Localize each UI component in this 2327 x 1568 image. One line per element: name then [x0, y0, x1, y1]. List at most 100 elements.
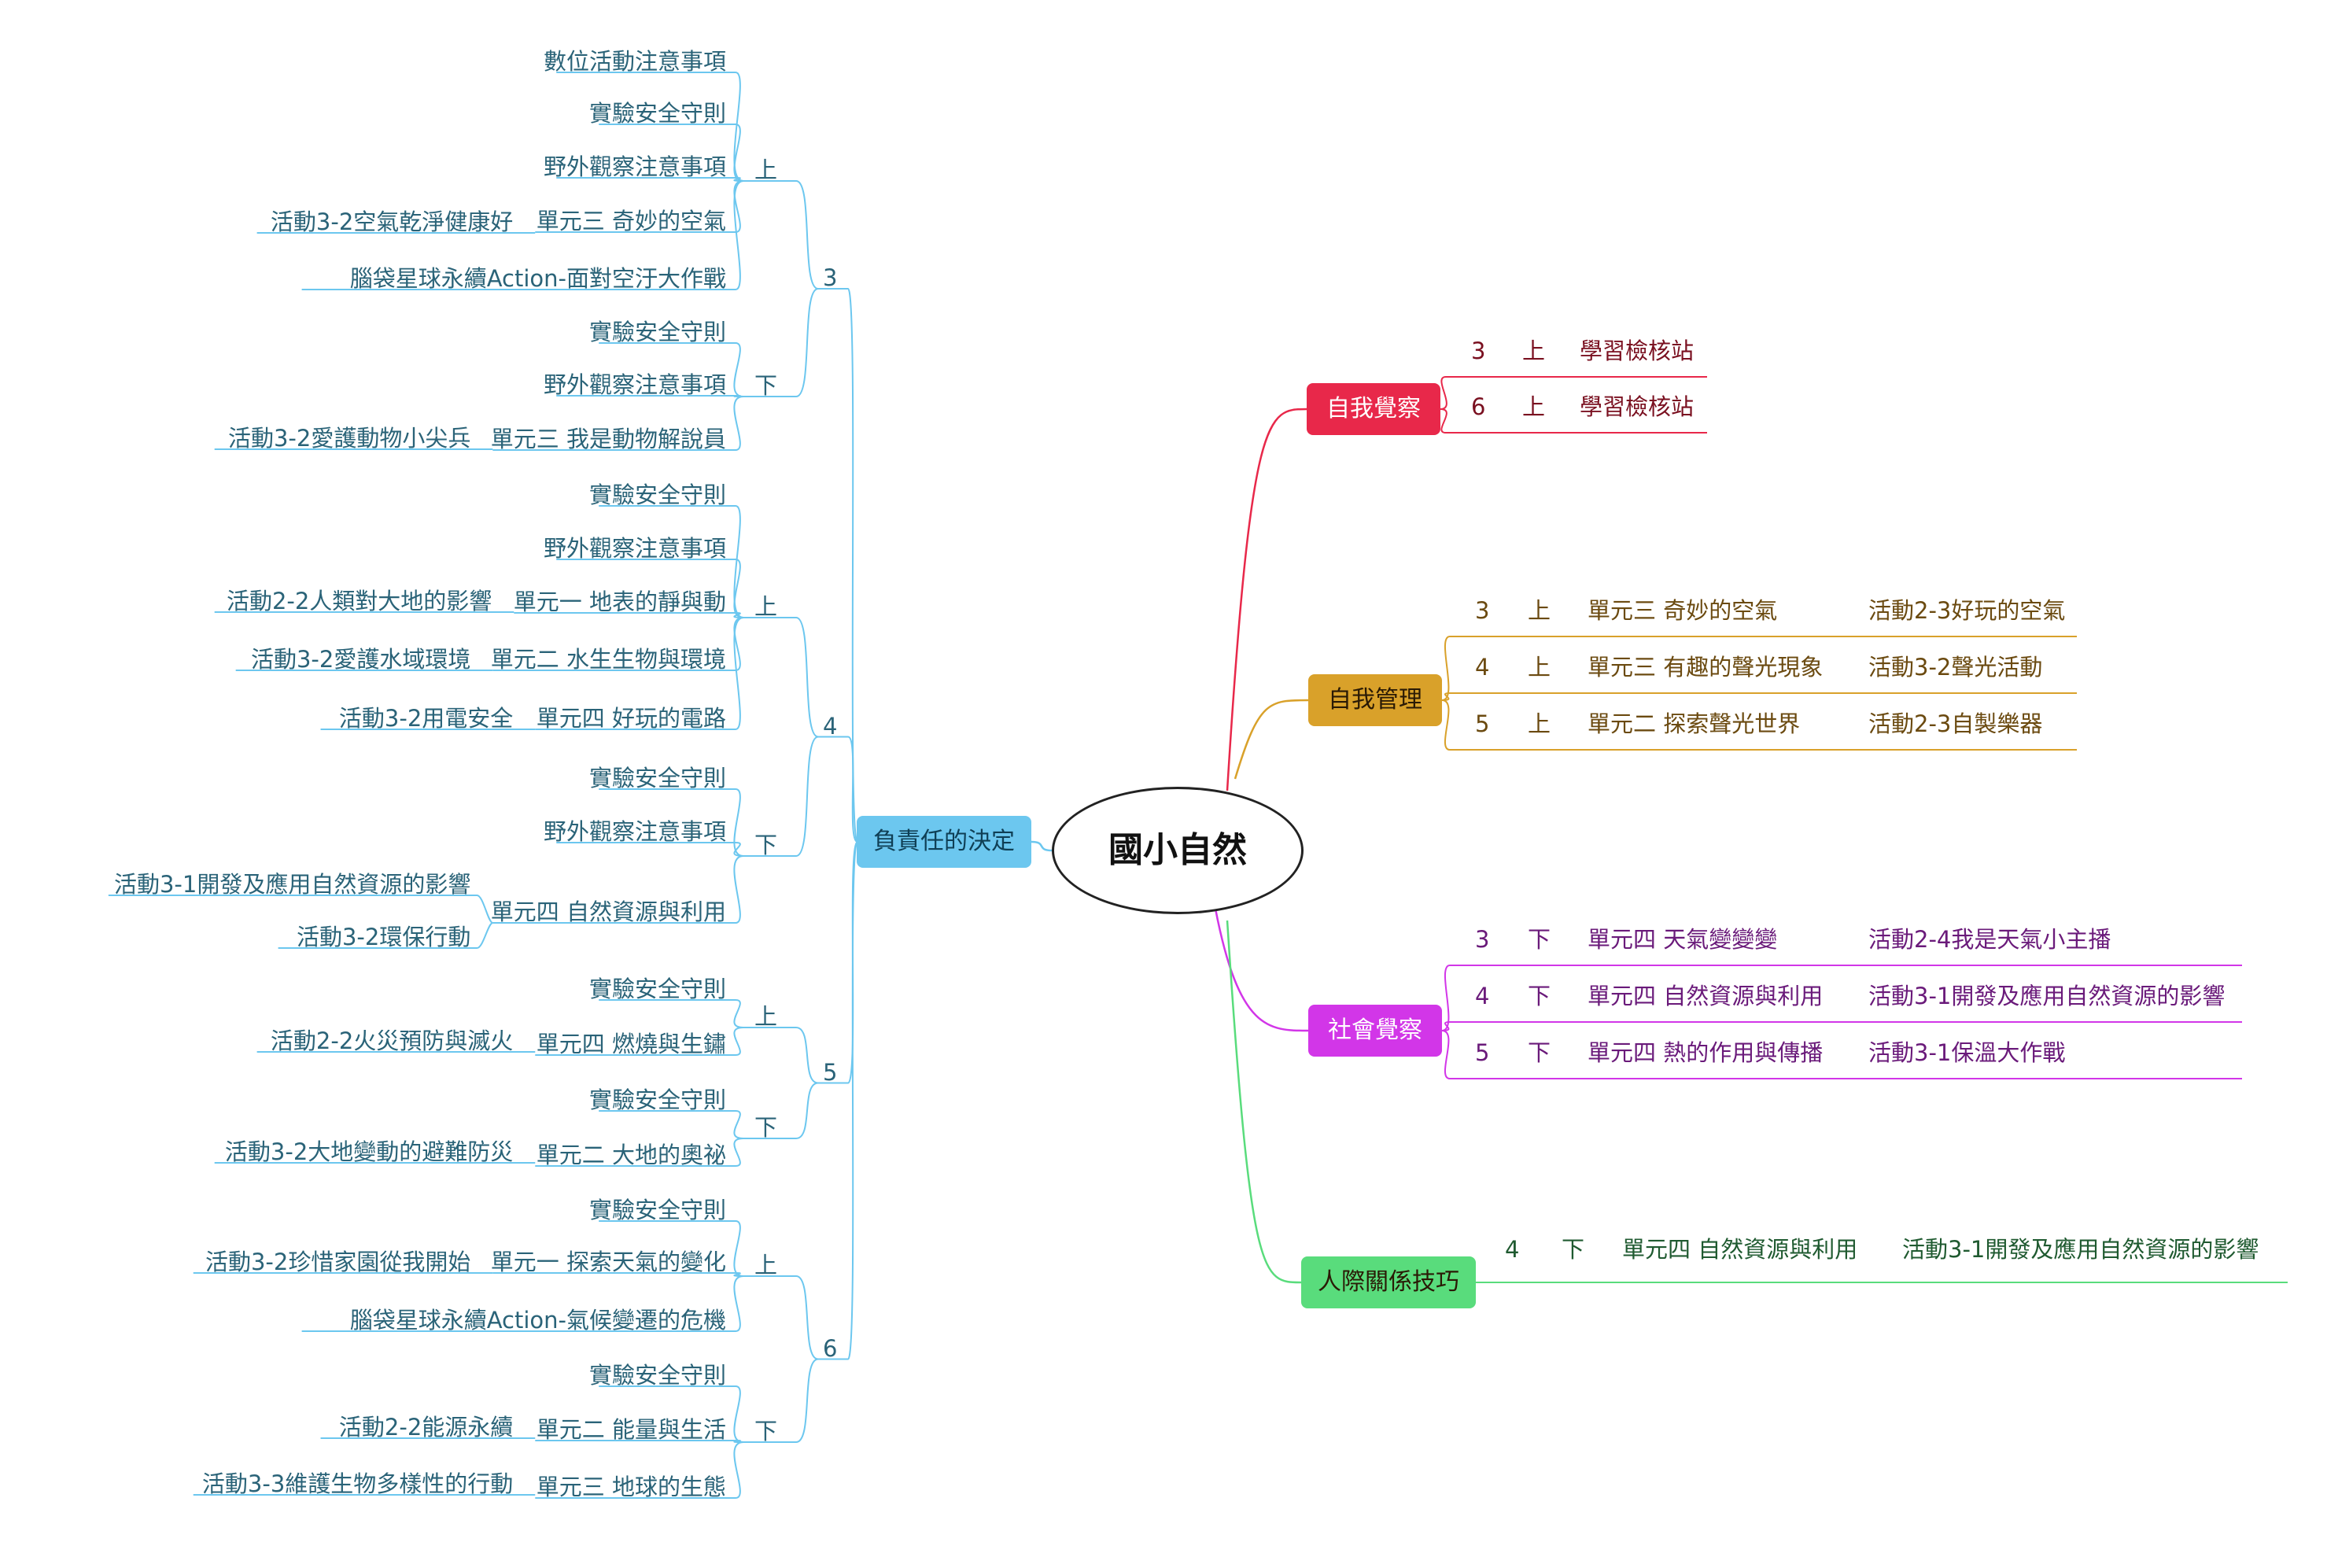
right-term-label: 上: [1522, 393, 1546, 420]
right-term-label: 下: [1528, 1039, 1551, 1066]
right-grade-label: 3: [1475, 597, 1490, 624]
right-grade-label: 6: [1471, 393, 1486, 420]
term-label: 上: [754, 157, 778, 183]
root-to-self-management-topic: [1234, 699, 1309, 780]
responsible-decision-topic[interactable]: 負責任的決定: [857, 816, 1031, 868]
left-subitem-label: 活動2-2能源永續: [338, 1414, 514, 1441]
term-label: 上: [754, 1003, 778, 1030]
item-connector: [535, 1027, 744, 1056]
grade-label: 4: [823, 712, 838, 740]
right-unit-label: 學習檢核站: [1580, 393, 1695, 420]
grade-label: 6: [823, 1334, 838, 1362]
left-subitem-label: 活動2-2人類對大地的影響: [226, 588, 492, 614]
left-item-label: 數位活動注意事項: [543, 48, 726, 75]
right-grade-label: 4: [1475, 654, 1490, 681]
left-subitem-label: 活動3-2空氣乾淨健康好: [270, 208, 514, 235]
term-label: 下: [754, 1418, 778, 1444]
self-awareness-topic[interactable]: 自我覺察: [1307, 383, 1440, 435]
left-subitem-label: 活動3-2愛護動物小尖兵: [227, 425, 471, 452]
left-item-label: 單元三 奇妙的空氣: [536, 208, 726, 234]
right-grade-label: 4: [1475, 983, 1490, 1009]
social-awareness-topic[interactable]: 社會覺察: [1308, 1005, 1442, 1057]
right-term-label: 下: [1528, 983, 1551, 1009]
right-grade-label: 4: [1505, 1236, 1520, 1263]
left-item-label: 單元四 自然資源與利用: [490, 898, 726, 925]
item-connector: [492, 617, 744, 671]
right-term-label: 下: [1562, 1236, 1585, 1263]
right-activity-label: 活動3-1開發及應用自然資源的影響: [1902, 1236, 2259, 1263]
left-item-label: 單元二 能量與生活: [536, 1416, 726, 1443]
left-item-label: 實驗安全守則: [588, 1197, 726, 1223]
right-grade-label: 5: [1475, 710, 1490, 737]
right-activity-label: 活動2-3好玩的空氣: [1868, 597, 2066, 624]
left-item-label: 單元四 好玩的電路: [536, 705, 726, 732]
subitem-connector: [108, 895, 493, 924]
right-grade-label: 3: [1471, 338, 1486, 364]
item-connector: [492, 396, 744, 451]
root-topic[interactable]: 國小自然: [1052, 787, 1304, 914]
left-item-label: 實驗安全守則: [588, 976, 726, 1002]
root-to-responsible: [1031, 840, 1053, 852]
right-unit-label: 單元二 探索聲光世界: [1588, 710, 1801, 737]
right-unit-label: 單元三 有趣的聲光現象: [1588, 654, 1824, 681]
term-label: 下: [754, 832, 778, 858]
right-term-label: 下: [1528, 926, 1551, 953]
item-connector: [556, 72, 744, 182]
left-item-label: 實驗安全守則: [588, 765, 726, 791]
right-unit-label: 單元三 奇妙的空氣: [1588, 597, 1778, 624]
left-item-label: 野外觀察注意事項: [543, 153, 726, 180]
term-to-grade: [795, 180, 819, 290]
left-item-label: 單元三 我是動物解說員: [490, 426, 726, 452]
item-connector: [599, 1385, 744, 1443]
row-connector: [1440, 408, 1707, 434]
right-term-label: 上: [1528, 597, 1551, 624]
left-item-label: 實驗安全守則: [588, 100, 726, 127]
term-label: 下: [754, 372, 778, 399]
right-unit-label: 單元四 熱的作用與傳播: [1588, 1039, 1824, 1066]
right-grade-label: 3: [1475, 926, 1490, 953]
row-connector: [1441, 699, 2077, 751]
right-term-label: 上: [1528, 654, 1551, 681]
left-item-label: 實驗安全守則: [588, 1362, 726, 1389]
left-item-label: 野外觀察注意事項: [543, 535, 726, 562]
left-item-label: 單元一 地表的靜與動: [513, 588, 726, 615]
item-connector: [556, 177, 744, 182]
term-to-grade: [795, 1082, 819, 1139]
left-subitem-label: 活動3-2環保行動: [296, 924, 471, 950]
term-to-grade: [795, 288, 819, 397]
root-to-self-awareness-topic: [1226, 408, 1307, 791]
left-item-label: 實驗安全守則: [588, 1087, 726, 1113]
root-to-social-awareness-topic: [1214, 908, 1309, 1032]
term-to-grade: [795, 1027, 819, 1084]
left-item-label: 單元四 燃燒與生鏽: [536, 1031, 726, 1057]
grade-label: 3: [823, 264, 838, 291]
grade-label: 5: [823, 1058, 838, 1086]
item-connector: [599, 999, 744, 1028]
right-activity-label: 活動2-4我是天氣小主播: [1868, 926, 2111, 953]
left-subitem-label: 活動3-3維護生物多樣性的行動: [201, 1470, 514, 1497]
item-connector: [599, 342, 744, 397]
right-activity-label: 活動3-1保溫大作戰: [1868, 1039, 2066, 1066]
item-connector: [535, 1440, 744, 1443]
self-management-topic[interactable]: 自我管理: [1308, 674, 1442, 726]
row-connector: [1441, 692, 2077, 701]
right-unit-label: 學習檢核站: [1580, 338, 1695, 364]
item-connector: [599, 788, 744, 857]
left-item-label: 實驗安全守則: [588, 319, 726, 345]
item-connector: [492, 1272, 744, 1277]
interpersonal-topic[interactable]: 人際關係技巧: [1301, 1256, 1476, 1308]
grade-to-topic: [847, 288, 858, 843]
row-connector: [1441, 965, 2242, 1031]
left-subitem-label: 活動3-2用電安全: [338, 705, 514, 732]
item-connector: [535, 1138, 744, 1167]
right-unit-label: 單元四 天氣變變變: [1588, 926, 1778, 953]
term-to-grade: [795, 736, 819, 857]
item-connector: [514, 612, 744, 618]
left-item-label: 腦袋星球永續Action-氣候變遷的危機: [349, 1307, 726, 1334]
left-item-label: 實驗安全守則: [588, 481, 726, 508]
right-term-label: 上: [1522, 338, 1546, 364]
left-item-label: 單元二 水生生物與環境: [490, 646, 726, 673]
term-label: 上: [754, 1252, 778, 1278]
